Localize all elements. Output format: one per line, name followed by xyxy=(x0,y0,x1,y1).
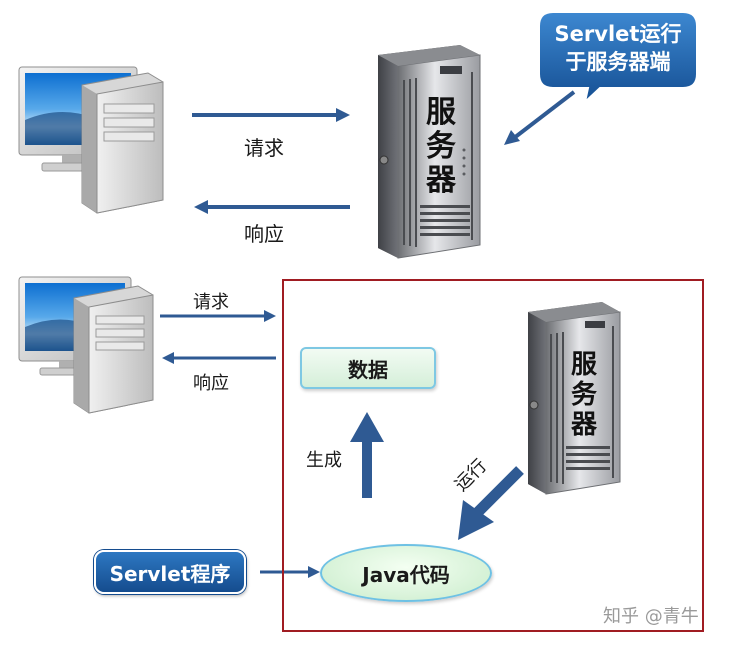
response-arrow-bottom xyxy=(162,352,276,364)
callout-text: Servlet运行 于服务器端 xyxy=(540,20,696,76)
callout-line-2: 于服务器端 xyxy=(565,50,671,74)
callout-line-1: Servlet运行 xyxy=(554,22,682,46)
server-bottom-char-3: 器 xyxy=(570,410,597,440)
server-top xyxy=(378,45,481,259)
request-arrow-bottom xyxy=(160,310,276,322)
callout-bubble xyxy=(538,11,698,105)
server-bottom-char-1: 服 xyxy=(570,350,597,380)
request-arrow-top xyxy=(192,108,350,122)
request-label-top: 请求 xyxy=(244,136,284,160)
data-box: 数据 xyxy=(300,347,436,389)
server-top-char-3: 器 xyxy=(426,163,456,198)
run-arrow xyxy=(458,466,524,540)
server-side-frame xyxy=(282,279,704,632)
request-label-bottom: 请求 xyxy=(193,292,229,313)
servlet-program-box: Servlet程序 xyxy=(94,550,246,594)
watermark: 知乎 @青牛 xyxy=(603,606,699,627)
generate-arrow xyxy=(350,412,384,498)
response-label-top: 响应 xyxy=(244,222,284,246)
servlet-to-java-arrow xyxy=(260,566,320,578)
java-code-oval: Java代码 xyxy=(320,544,492,602)
client-computer-top xyxy=(18,66,164,214)
server-bottom xyxy=(528,302,621,495)
client-computer-bottom xyxy=(18,276,154,414)
server-top-label: 服 务 器 xyxy=(421,96,461,198)
response-label-bottom: 响应 xyxy=(193,373,229,394)
server-bottom-char-2: 务 xyxy=(570,380,597,410)
generate-label: 生成 xyxy=(306,450,342,471)
server-top-char-2: 务 xyxy=(426,129,456,164)
response-arrow-top xyxy=(194,200,350,214)
server-top-char-1: 服 xyxy=(426,95,456,130)
server-bottom-label: 服 务 器 xyxy=(567,350,601,440)
callout-pointer-arrow xyxy=(504,90,576,145)
